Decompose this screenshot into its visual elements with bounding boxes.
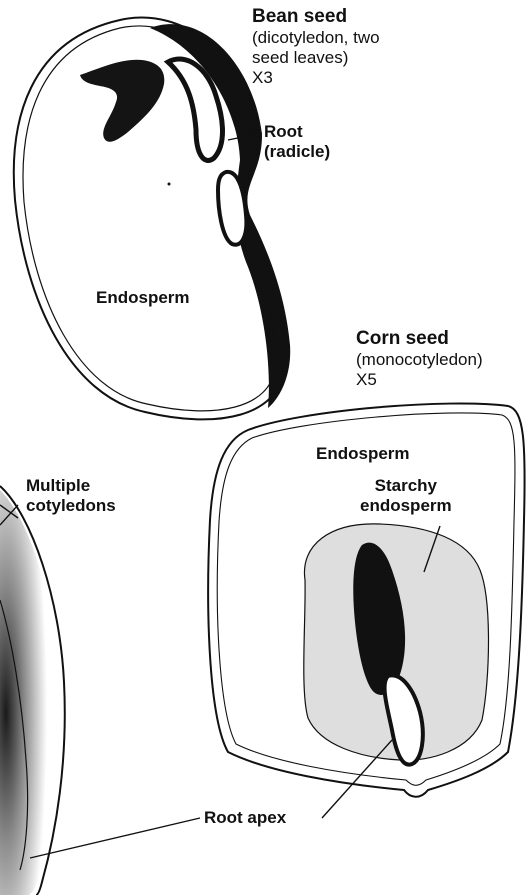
bean-desc-line-1: (dicotyledon, two xyxy=(252,28,380,48)
root-label-block: Root (radicle) xyxy=(264,122,330,162)
bean-seed xyxy=(14,18,290,420)
starchy-label-line-2: endosperm xyxy=(360,496,452,516)
bean-dot xyxy=(168,183,171,186)
cotyledons-label-line-1: Multiple xyxy=(26,476,116,496)
cotyledons-label-line-2: cotyledons xyxy=(26,496,116,516)
corn-label-block: Corn seed (monocotyledon) X5 xyxy=(356,328,483,390)
bean-label-block: Bean seed (dicotyledon, two seed leaves)… xyxy=(252,6,380,88)
root-apex-label: Root apex xyxy=(204,808,286,828)
bean-desc-line-2: seed leaves) xyxy=(252,48,380,68)
cotyledons-label-block: Multiple cotyledons xyxy=(26,476,116,516)
corn-magnification: X5 xyxy=(356,370,483,390)
corn-endosperm-label: Endosperm xyxy=(316,444,410,464)
bean-title: Bean seed xyxy=(252,6,380,28)
corn-title: Corn seed xyxy=(356,328,483,350)
bean-endosperm-label: Endosperm xyxy=(96,288,190,308)
starchy-label-block: Starchy endosperm xyxy=(360,476,452,516)
root-label: Root xyxy=(264,122,330,142)
radicle-label: (radicle) xyxy=(264,142,330,162)
corn-desc: (monocotyledon) xyxy=(356,350,483,370)
bean-plumule xyxy=(80,60,164,142)
bean-magnification: X3 xyxy=(252,68,380,88)
starchy-label-line-1: Starchy xyxy=(360,476,452,496)
conifer-seed-body xyxy=(0,490,59,895)
